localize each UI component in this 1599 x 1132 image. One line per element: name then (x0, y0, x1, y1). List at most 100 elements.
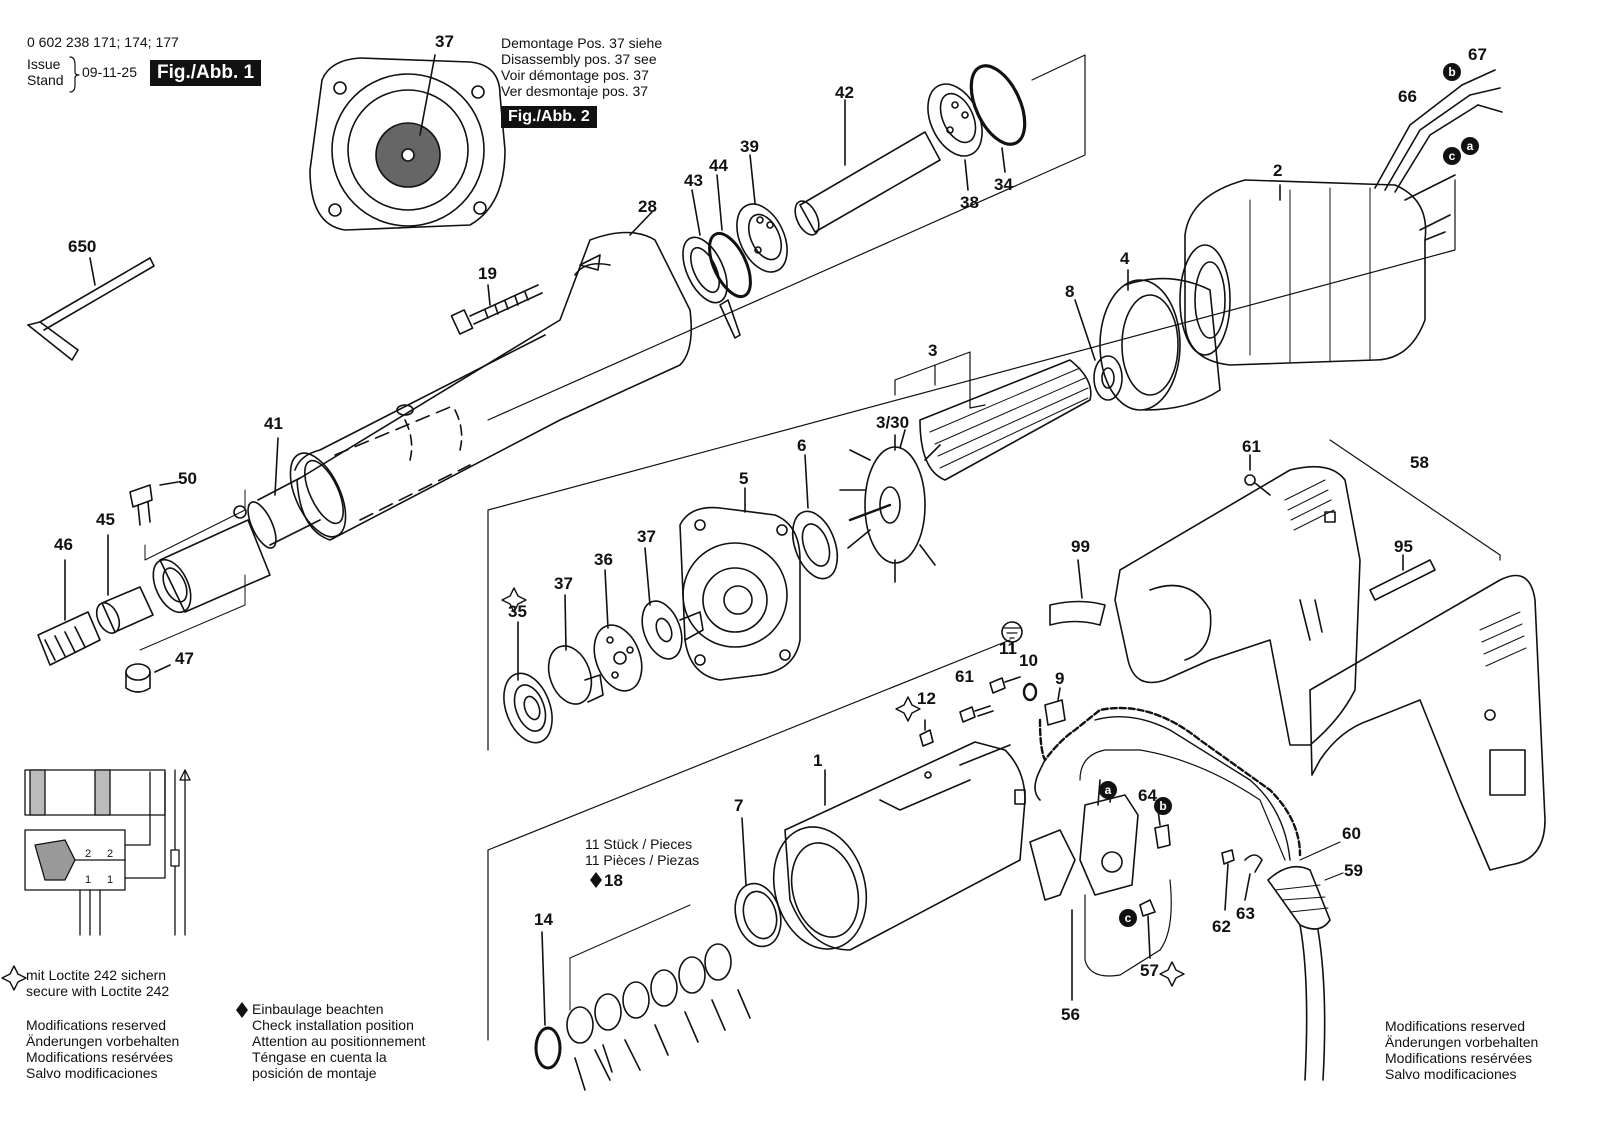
field-coil-2 (1179, 69, 1503, 366)
callout-4: 4 (1120, 249, 1130, 268)
callout-18: 18 (604, 871, 623, 890)
callout-46: 46 (54, 535, 73, 554)
callout-60: 60 (1342, 824, 1361, 843)
callout-3-30: 3/30 (876, 413, 910, 432)
loctite-stars (1, 587, 1185, 991)
wiring-schematic (24, 769, 191, 936)
callout-66: 66 (1398, 87, 1417, 106)
callout-67: 67 (1468, 45, 1487, 64)
issue-label: Issue (27, 56, 61, 72)
callout-1: 1 (813, 751, 823, 770)
ring-7 (734, 817, 782, 948)
wire-marker-a2: a (1105, 783, 1112, 797)
frame-bottom-top (487, 639, 1011, 851)
switch-56 (1029, 779, 1172, 1001)
flange-fig2 (309, 54, 506, 231)
callout-62: 62 (1212, 917, 1231, 936)
callout-47: 47 (175, 649, 194, 668)
bearing-flange-5 (679, 487, 801, 681)
callout-3: 3 (928, 341, 938, 360)
internal-wiring (1034, 706, 1302, 861)
collet-parts (37, 481, 271, 693)
terminal-label: 2 (107, 848, 113, 860)
fig1-label: Fig./Abb. 1 (150, 60, 262, 86)
ring-14 (534, 931, 562, 1070)
callout-2: 2 (1273, 161, 1283, 180)
callout-36: 36 (594, 550, 613, 569)
callout-50: 50 (178, 469, 197, 488)
hex-key-650 (27, 257, 155, 361)
callout-19: 19 (478, 264, 497, 283)
wire-marker-c1: c (1449, 149, 1456, 163)
callout-37-c: 37 (554, 574, 573, 593)
terminal-label: 1 (107, 874, 113, 886)
screw-19 (450, 284, 543, 335)
bearing-8 (1074, 299, 1123, 401)
callout-45: 45 (96, 510, 115, 529)
callout-61: 61 (1242, 437, 1261, 456)
callout-37: 37 (435, 32, 454, 51)
callout-6: 6 (797, 436, 807, 455)
callout-59: 59 (1344, 861, 1363, 880)
wire-marker-circles (1099, 63, 1479, 927)
callout-10: 10 (1019, 651, 1038, 670)
clutch-parts (503, 547, 704, 744)
wire-marker-b1: b (1448, 65, 1455, 79)
callout-99: 99 (1071, 537, 1090, 556)
callout-35: 35 (508, 602, 527, 621)
callout-37-b: 37 (637, 527, 656, 546)
callout-8: 8 (1065, 282, 1075, 301)
callout-39: 39 (740, 137, 759, 156)
callout-11: 11 (999, 639, 1017, 658)
wire-marker-c2: c (1125, 911, 1132, 925)
frame-mid (487, 179, 1456, 751)
wire-marker-b2: b (1159, 799, 1166, 813)
stand-label: Stand (27, 72, 64, 88)
callout-7: 7 (734, 796, 744, 815)
group-frames (487, 54, 1501, 1041)
callout-44: 44 (709, 156, 728, 175)
housing-half-58 (1114, 454, 1361, 746)
callout-42: 42 (835, 83, 854, 102)
callout-28: 28 (638, 197, 657, 216)
callout-57: 57 (1140, 961, 1159, 980)
gear-housing-28 (247, 211, 693, 549)
brush-holders-18 (566, 904, 751, 1091)
callout-63: 63 (1236, 904, 1255, 923)
frame-top (487, 54, 1086, 421)
callout-56: 56 (1061, 1005, 1080, 1024)
small-parts (1139, 809, 1263, 959)
callout-41: 41 (264, 414, 283, 433)
housing-half-95 (1309, 554, 1546, 871)
part-numbers: 0 602 238 171; 174; 177 (27, 34, 179, 50)
callout-43: 43 (684, 171, 703, 190)
callout-38: 38 (960, 193, 979, 212)
armature-3 (839, 351, 1092, 583)
label-99 (1049, 559, 1106, 626)
motor-housing-4 (1099, 269, 1221, 411)
ground-parts (919, 621, 1066, 747)
terminal-label: 2 (85, 848, 91, 860)
callout-64: 64 (1138, 786, 1157, 805)
wire-marker-a1: a (1467, 139, 1474, 153)
motor-housing-1 (772, 741, 1026, 951)
callout-9: 9 (1055, 669, 1065, 688)
callout-34: 34 (994, 175, 1013, 194)
cable-59 (1267, 841, 1344, 1081)
callout-95: 95 (1394, 537, 1413, 556)
callout-12: 12 (917, 689, 936, 708)
callout-650: 650 (68, 237, 97, 256)
callout-14: 14 (534, 910, 553, 929)
top-bearings (682, 64, 1027, 339)
fig2-label: Fig./Abb. 2 (501, 106, 597, 128)
terminal-label: 1 (85, 874, 91, 886)
bearing-6 (791, 454, 839, 580)
callout-61-b: 61 (955, 667, 974, 686)
